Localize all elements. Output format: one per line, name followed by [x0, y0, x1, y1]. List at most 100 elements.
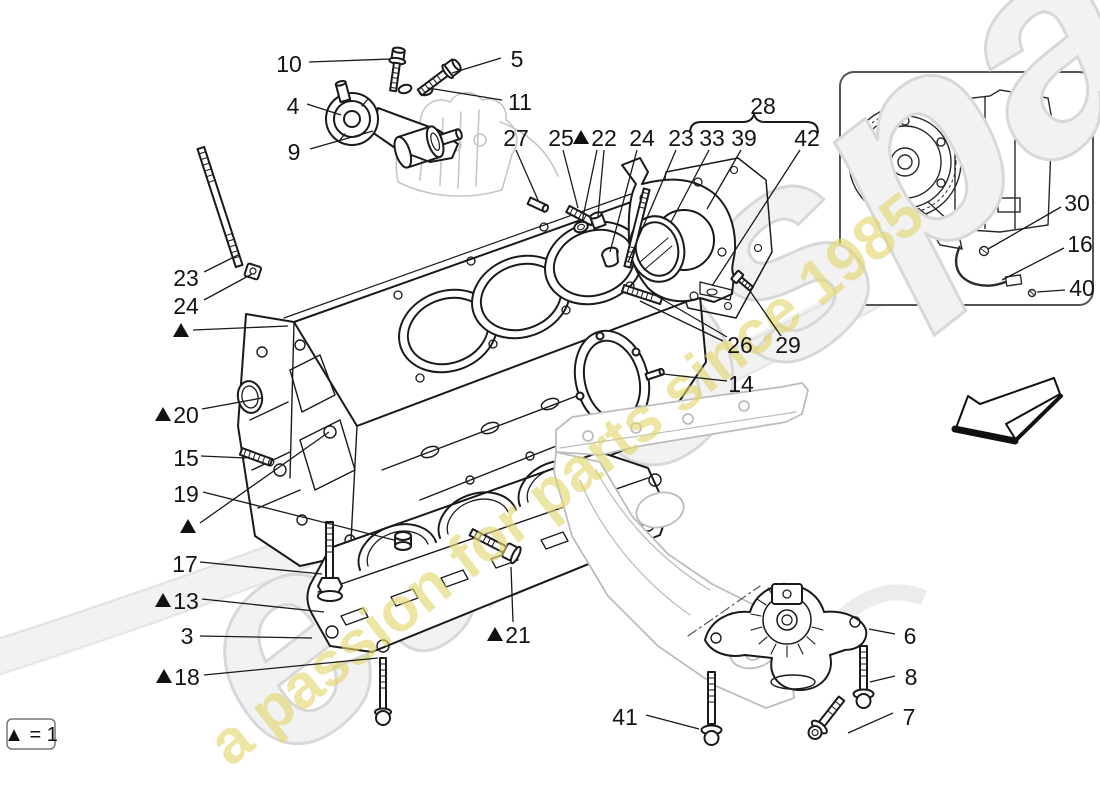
plug-24 — [601, 246, 619, 268]
callout-label: 41 — [612, 704, 638, 730]
triangle-marker — [487, 627, 503, 641]
crankcase-block — [237, 193, 707, 567]
triangle-marker — [173, 323, 189, 337]
callout-30-16: 30 — [987, 190, 1090, 250]
callout-5-1: 5 — [451, 46, 524, 74]
gearbox-inset — [839, 71, 1094, 306]
callout-label: 6 — [904, 623, 917, 649]
callout-label: 20 — [173, 402, 199, 428]
callout-4-2: 4 — [287, 93, 342, 119]
core-plug — [236, 380, 264, 414]
callout-label: 17 — [172, 551, 198, 577]
callout-6-32: 6 — [868, 623, 917, 649]
bolt-18 — [374, 657, 392, 726]
stud-26 — [621, 284, 664, 306]
callout-label: 15 — [173, 445, 199, 471]
callout-22-7: 22 — [573, 125, 617, 223]
triangle-marker — [156, 669, 172, 683]
top-mount-assembly — [325, 79, 463, 169]
callout-label: 3 — [181, 623, 194, 649]
callout-24-20: 24 — [173, 273, 253, 319]
callout-29-14: 29 — [749, 290, 801, 358]
callout-label: 33 — [699, 125, 725, 151]
callout-label: 9 — [288, 139, 301, 165]
gearbox-drawing — [848, 89, 1053, 250]
callout-28-bracket: 28 — [689, 93, 819, 134]
rear-seal-opening — [573, 329, 651, 433]
callout-label: 24 — [629, 125, 655, 151]
callout-20-22: 20 — [155, 397, 263, 428]
callout-10-0: 10 — [276, 51, 391, 77]
callout-25-6: 25 — [548, 125, 579, 209]
block-left-face — [249, 339, 356, 546]
callout-33-10: 33 — [670, 125, 725, 223]
callout-40-18: 40 — [1036, 275, 1095, 301]
callout-label: 5 — [511, 46, 524, 72]
bolt-41 — [700, 671, 723, 746]
triangle-marker — [573, 130, 589, 144]
callout-label: 18 — [174, 664, 200, 690]
bolt-10 — [388, 46, 407, 93]
callout-9-4: 9 — [288, 130, 374, 165]
deck-bolt-holes — [393, 222, 635, 383]
callout-24-8: 24 — [609, 125, 655, 253]
callout-label: 30 — [1064, 190, 1090, 216]
washer-11a — [397, 83, 413, 95]
callout-11-3: 11 — [427, 87, 532, 115]
stud-23-left — [196, 145, 262, 281]
callout-label: 10 — [276, 51, 302, 77]
callout-13-27: 13 — [155, 588, 325, 614]
callout-label: 13 — [173, 588, 199, 614]
callout-39-11: 39 — [706, 125, 757, 210]
callout-7-34: 7 — [847, 704, 916, 734]
callout-8-33: 8 — [869, 664, 917, 690]
triangle-marker — [155, 593, 171, 607]
cylinder-bores — [398, 220, 644, 374]
legend-text: ▲ = 1 — [4, 724, 58, 746]
callout-3-28: 3 — [181, 623, 313, 649]
pin-27 — [526, 196, 550, 213]
pin-14 — [644, 367, 665, 381]
bolt-8 — [852, 645, 875, 709]
callout-27-5: 27 — [503, 125, 539, 201]
callout-label: 39 — [731, 125, 757, 151]
callout-label: 16 — [1067, 231, 1093, 257]
bush-19 — [394, 531, 412, 551]
callout-14-15: 14 — [662, 371, 754, 397]
callout-26-13: 26 — [639, 294, 753, 358]
callout-label: 26 — [727, 332, 753, 358]
callout-19-24: 19 — [173, 481, 395, 541]
main-drawing — [196, 46, 875, 746]
bolt-29 — [730, 269, 755, 292]
callout-41-31: 41 — [612, 704, 700, 730]
callout-label: 4 — [287, 93, 300, 119]
mount-bushing-small — [393, 125, 463, 169]
callout-triangle-25 — [180, 431, 330, 533]
cap-22 — [589, 211, 607, 230]
stud-23-right — [601, 187, 651, 269]
callout-label: 42 — [794, 125, 820, 151]
callout-label: 22 — [591, 125, 617, 151]
legend-box: ▲ = 1 — [4, 718, 58, 750]
callout-16-17: 16 — [1001, 231, 1093, 281]
callout-23-19: 23 — [173, 253, 241, 291]
inset-border — [839, 71, 1094, 306]
triangle-marker — [180, 519, 196, 533]
bolt-7 — [807, 695, 846, 741]
direction-arrow — [951, 377, 1063, 445]
callout-label: 25 — [548, 125, 574, 151]
callout-18-29: 18 — [156, 657, 379, 690]
callout-label: 29 — [775, 332, 801, 358]
callout-label: 24 — [173, 293, 199, 319]
washer-22 — [573, 220, 589, 234]
callout-label: 19 — [173, 481, 199, 507]
callout-label: 40 — [1069, 275, 1095, 301]
callout-21-30: 21 — [487, 566, 531, 648]
callout-label: 27 — [503, 125, 529, 151]
callout-label: 28 — [750, 93, 776, 119]
callout-label: 7 — [903, 704, 916, 730]
callout-label: 23 — [173, 265, 199, 291]
callout-17-26: 17 — [172, 551, 323, 577]
